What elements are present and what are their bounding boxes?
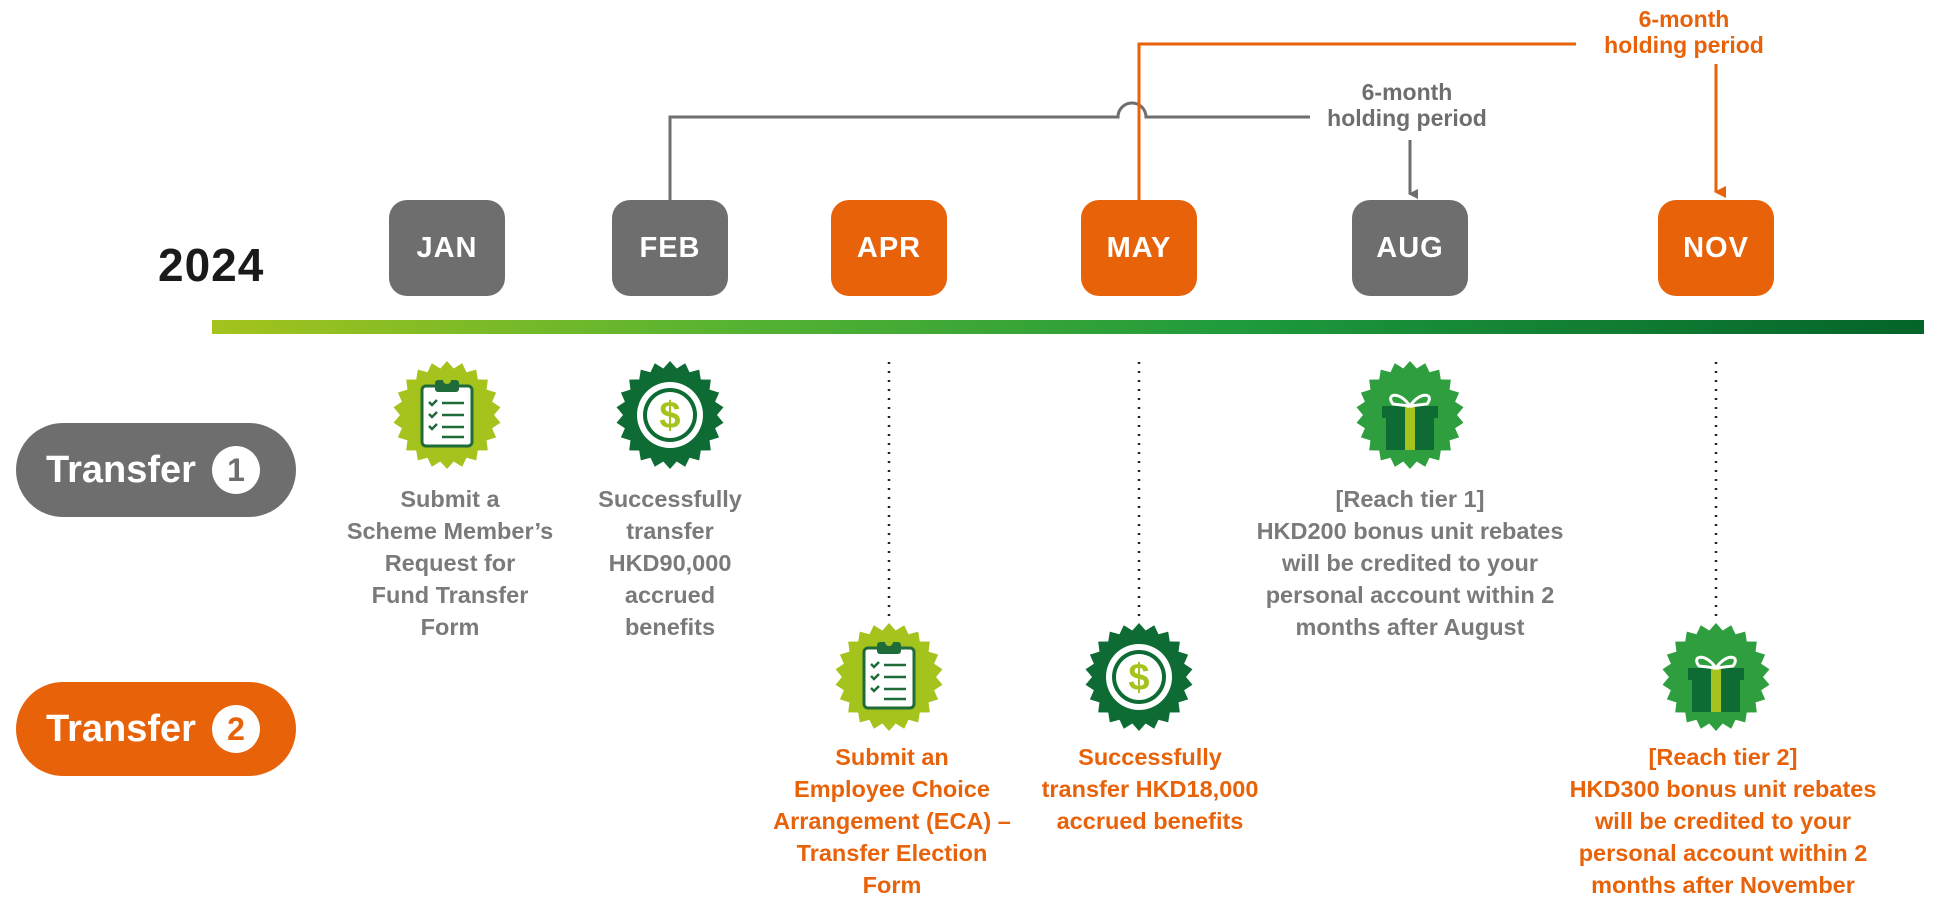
svg-text:$: $ [1128,657,1149,699]
month-aug: AUG [1352,200,1468,296]
event-apr-label: Submit an Employee Choice Arrangement (E… [773,744,1011,898]
dollar-icon: $ [1085,623,1193,731]
dollar-icon: $ [616,361,724,469]
transfer-2-number: 2 [211,705,260,753]
holding-line-orange [1137,42,1576,200]
year-label: 2024 [158,239,265,291]
transfer-1-pill: Transfer 1 [16,423,296,517]
event-may-label: Successfully transfer HKD18,000 accrued … [1041,744,1259,834]
clipboard-icon [393,361,501,469]
month-apr: APR [831,200,947,296]
transfer-2-pill: Transfer 2 [16,682,296,776]
gift-icon [1356,361,1464,469]
svg-text:$: $ [659,395,680,437]
event-nov-label: [Reach tier 2] HKD300 bonus unit rebates… [1569,744,1877,898]
month-jan: JAN [389,200,505,296]
month-nov: NOV [1658,200,1774,296]
gift-icon [1662,623,1770,731]
transfer-2-label: Transfer [46,707,196,750]
event-jan-label: Submit a Scheme Member’s Request for Fun… [346,486,554,640]
clipboard-icon [835,623,943,731]
transfer-1-number: 1 [211,446,260,494]
holding-period-label-grey: 6-month holding period [1312,79,1502,131]
month-feb: FEB [612,200,728,296]
event-feb-label: Successfully transfer HKD90,000 accrued … [598,486,742,640]
event-aug-label: [Reach tier 1] HKD200 bonus unit rebates… [1256,486,1564,640]
month-may: MAY [1081,200,1197,296]
holding-line-grey [668,101,1310,200]
transfer-1-label: Transfer [46,448,196,491]
timeline-bar [212,320,1924,334]
holding-period-label-orange: 6-month holding period [1578,6,1790,58]
